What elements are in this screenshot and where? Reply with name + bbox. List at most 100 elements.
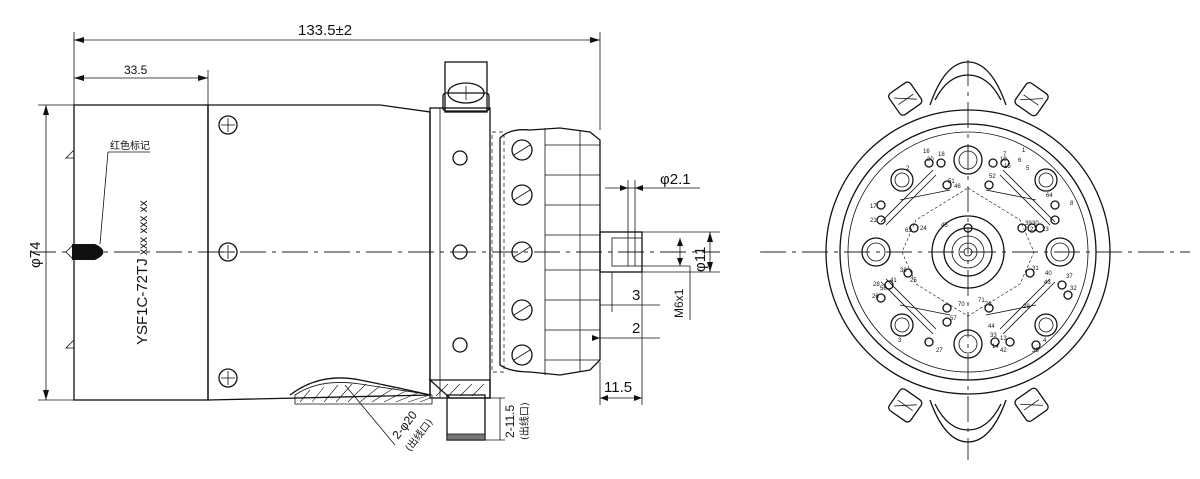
ring-screw-3	[511, 241, 533, 263]
svg-text:28: 28	[873, 282, 880, 288]
svg-text:14: 14	[992, 344, 999, 350]
ring-screw-1	[511, 139, 533, 161]
svg-text:133.5±2: 133.5±2	[298, 22, 352, 39]
svg-text:52: 52	[989, 174, 996, 180]
ring-screw-5	[511, 344, 533, 366]
svg-text:39: 39	[1025, 221, 1032, 227]
pin-holes	[876, 158, 1073, 350]
flange-hole-1	[452, 150, 468, 166]
svg-text:32: 32	[1070, 286, 1077, 292]
screw-middle	[218, 242, 238, 262]
lug-top-left	[888, 81, 923, 116]
svg-text:M6x1: M6x1	[672, 288, 686, 318]
svg-text:3: 3	[632, 287, 640, 304]
central-hub	[931, 215, 1005, 289]
red-mark-label: 红色标记	[110, 139, 150, 152]
svg-text:37: 37	[1066, 274, 1073, 280]
top-clamp	[444, 61, 488, 113]
svg-text:21: 21	[870, 218, 877, 224]
svg-text:(出线口): (出线口)	[518, 402, 531, 440]
flange-hole-3	[452, 337, 468, 353]
svg-text:44: 44	[988, 324, 995, 330]
svg-text:72: 72	[985, 302, 992, 308]
svg-text:22: 22	[1030, 227, 1037, 233]
svg-text:30: 30	[1032, 221, 1039, 227]
body-main-section	[207, 104, 431, 401]
svg-text:φ2.1: φ2.1	[660, 171, 691, 188]
dim-flange-length: 33.5	[74, 63, 209, 105]
svg-text:19: 19	[1000, 157, 1007, 163]
ring-screw-4	[511, 299, 533, 321]
bottom-lobe	[929, 399, 1007, 443]
dim-shaft-length: 11.5	[599, 272, 643, 405]
svg-text:51: 51	[948, 179, 955, 185]
svg-text:13: 13	[1000, 336, 1007, 342]
svg-text:2: 2	[906, 166, 910, 172]
outer-ring	[825, 109, 1111, 395]
svg-text:17: 17	[870, 204, 877, 210]
svg-text:24: 24	[920, 226, 927, 232]
svg-text:3: 3	[898, 338, 902, 344]
svg-text:25: 25	[910, 278, 917, 284]
svg-text:33.5: 33.5	[124, 63, 148, 77]
svg-text:18: 18	[938, 152, 945, 158]
svg-text:57: 57	[950, 316, 957, 322]
dim-outlet-2: 2-11.5 (出线口)	[485, 397, 531, 441]
svg-text:2-11.5: 2-11.5	[503, 405, 517, 438]
top-clamp-screw	[447, 82, 485, 104]
screw-top	[218, 115, 238, 135]
model-suffix-label: xxx xxx xx	[136, 200, 150, 255]
dim-body-diameter: φ74	[27, 104, 74, 401]
bottom-clamp	[446, 394, 486, 441]
dim-2: 2	[592, 320, 660, 341]
svg-text:46: 46	[954, 184, 961, 190]
svg-text:8: 8	[1070, 201, 1074, 207]
svg-text:20: 20	[927, 157, 934, 163]
dim-shaft-diameter: φ11	[642, 231, 720, 273]
svg-text:40: 40	[1045, 271, 1052, 277]
outlet-bottom-curve	[289, 377, 431, 396]
svg-text:70: 70	[958, 302, 965, 308]
dim-3: 3	[600, 272, 660, 312]
svg-text:7: 7	[1003, 152, 1007, 158]
front-view: 1 2 3 4 5 6 7 8 13 14 15 16 17 18 19 20 …	[760, 60, 1190, 460]
svg-text:33: 33	[990, 333, 997, 339]
svg-text:2: 2	[632, 320, 640, 337]
flange-hole-2	[452, 244, 468, 260]
pin-labels: 1 2 3 4 5 6 7 8 13 14 15 16 17 18 19 20 …	[870, 148, 1077, 354]
svg-text:41: 41	[890, 278, 897, 284]
svg-text:38: 38	[900, 268, 907, 274]
svg-text:6: 6	[1018, 158, 1022, 164]
svg-text:63: 63	[905, 228, 912, 234]
svg-text:26: 26	[872, 294, 879, 300]
svg-text:42: 42	[1000, 348, 1007, 354]
main-holes	[861, 145, 1075, 359]
svg-text:1: 1	[1022, 148, 1026, 154]
lug-top-right	[1014, 81, 1049, 117]
svg-text:φ11: φ11	[692, 247, 709, 272]
inner-ring	[839, 123, 1097, 381]
top-lobe	[929, 61, 1007, 106]
svg-text:4: 4	[1043, 338, 1047, 344]
svg-text:36: 36	[1032, 348, 1039, 354]
svg-text:11.5: 11.5	[604, 379, 632, 396]
outlet-hatch	[299, 383, 431, 403]
model-label: YSF1C-72TJ	[134, 258, 151, 345]
svg-text:45: 45	[941, 223, 948, 229]
svg-text:29: 29	[1023, 304, 1030, 310]
svg-text:5: 5	[1026, 166, 1030, 172]
dim-hole-diameter: φ2.1	[605, 171, 700, 238]
svg-text:71: 71	[978, 298, 985, 304]
ring-screw-2	[511, 184, 533, 206]
screw-bottom	[218, 368, 238, 388]
svg-text:15: 15	[1004, 164, 1011, 170]
dim-overall-length: 133.5±2	[73, 22, 601, 130]
svg-text:27: 27	[936, 348, 943, 354]
svg-text:23: 23	[1042, 227, 1049, 233]
lug-bottom-right	[1014, 387, 1049, 423]
red-mark-indicator	[72, 244, 104, 260]
dim-thread: M6x1	[642, 265, 691, 320]
svg-text:16: 16	[923, 149, 930, 155]
svg-text:φ74: φ74	[27, 242, 44, 268]
